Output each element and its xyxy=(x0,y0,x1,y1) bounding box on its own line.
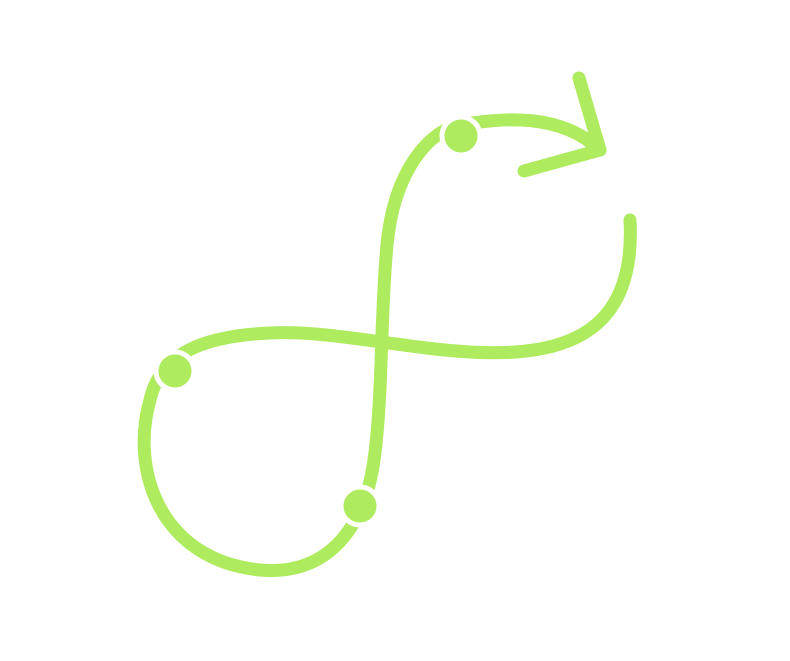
loop-path xyxy=(137,113,637,577)
loop-node-top xyxy=(439,114,483,158)
loop-node-bottom xyxy=(338,484,382,528)
chevron-right-icon xyxy=(517,71,607,178)
loop-node-left xyxy=(153,349,197,393)
